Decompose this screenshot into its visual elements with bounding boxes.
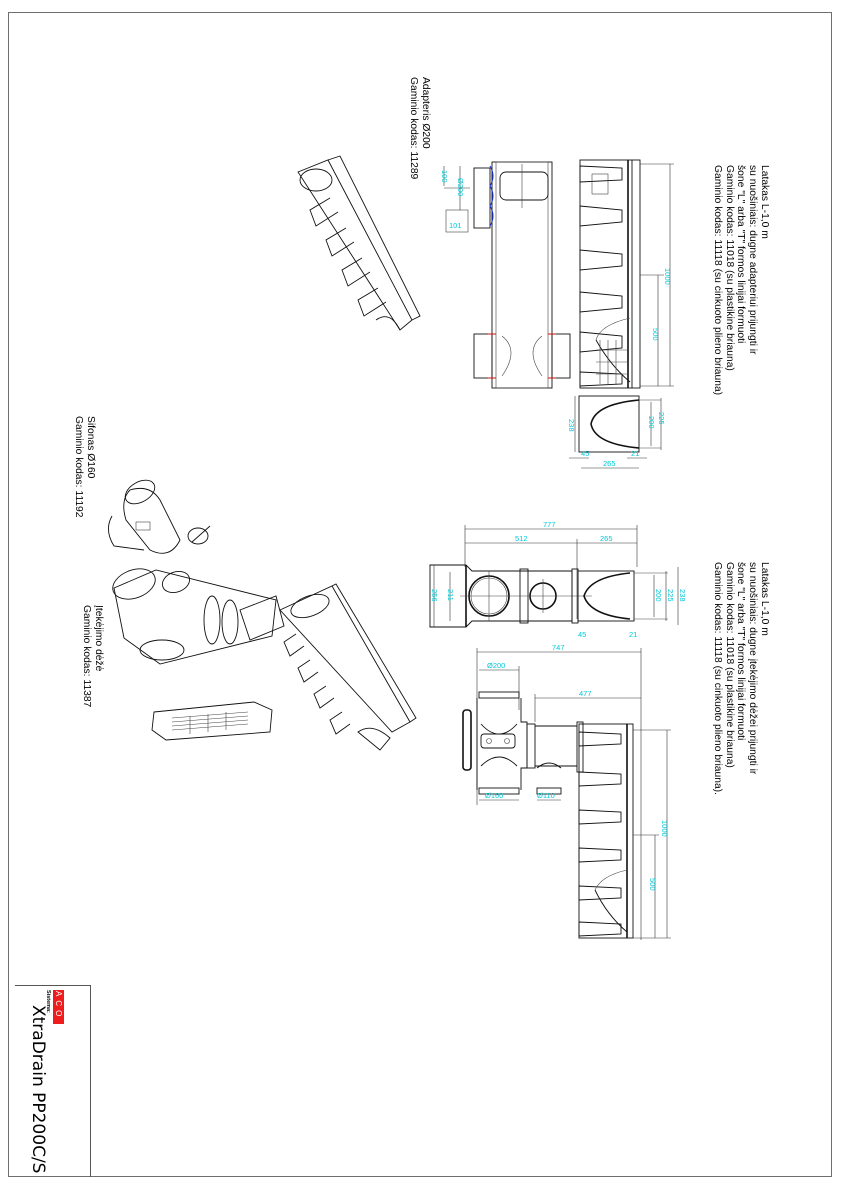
dim-length: 1000 (663, 268, 672, 285)
dim-plan-right: 265 (600, 534, 613, 543)
note-line: su nuošiniais: dugne adapteriui prijungt… (747, 165, 759, 355)
side-view-bottom: 747 477 Ø200 Ø160 Ø110 1000 500 (462, 643, 671, 940)
section-view-top: 238 200 225 45 21 265 (567, 395, 666, 469)
dim-side-length: 1000 (660, 820, 669, 837)
dim-a: 45 (581, 449, 589, 458)
note-line: Gaminio kodas: 11192 (73, 416, 85, 518)
dim-plan-s1: 200 (654, 589, 663, 602)
dim-adapter-w: 101 (449, 221, 462, 230)
inlet-box-drawing (112, 568, 285, 665)
sheet-title: XtraDrain PP200C/S (28, 1005, 48, 1174)
note-line: Latakas L-1,0 m (759, 562, 770, 636)
dim-half: 500 (651, 328, 660, 341)
dim-w: 265 (603, 459, 616, 468)
dim-b: 21 (631, 449, 639, 458)
dim-pipe-d2: Ø110 (537, 791, 555, 800)
dim-side-part: 477 (579, 689, 592, 698)
dim-side-half: 500 (648, 878, 657, 891)
dim-adapter-d2: Ø200 (456, 178, 465, 196)
logo-letter: O (54, 1010, 63, 1017)
dim-adapter-d1: 100 (440, 170, 449, 183)
dim-plan-h1: 256 (430, 589, 439, 602)
note-line: Gaminio kodas: 11018 (su plastikine bria… (723, 165, 735, 371)
note-channel-bottom: Latakas L-1,0 m su nuošiniais: dugne įte… (711, 562, 770, 795)
grating-drawing (151, 701, 273, 741)
note-line: Sifonas Ø160 (85, 416, 96, 479)
note-line: šone "L" arba "T" formos linijai formuot… (735, 165, 747, 344)
note-line: Gaminio kodas: 11387 (81, 605, 93, 708)
dim-h2: 225 (657, 412, 666, 425)
dim-plan-h2: 211 (446, 589, 455, 601)
note-line: šone "L" arba "T" formos linijai formuot… (735, 562, 747, 741)
aco-logo: ACO (53, 990, 64, 1024)
note-line: Gaminio kodas: 11018 (su plastikine bria… (723, 562, 735, 768)
drawing-frame (8, 12, 832, 1177)
trap-drawing (108, 479, 211, 554)
note-line: Gaminio kodas: 11118 (su cinkuoto plieno… (711, 165, 723, 396)
adapter-isometric (297, 155, 421, 331)
logo-letter: A (54, 991, 63, 997)
title-block (15, 985, 91, 1177)
dim-plan-left: 512 (515, 534, 528, 543)
dim-plan-a: 45 (578, 630, 586, 639)
dim-pipe-d1: Ø160 (485, 791, 503, 800)
note-channel-top: Latakas L-1,0 m su nuošiniais: dugne ada… (711, 165, 770, 395)
logo-letter: C (54, 1000, 63, 1007)
dim-top-pipe: Ø200 (487, 661, 505, 670)
plan-view-bottom: 777 512 265 256 211 200 225 238 45 21 (429, 520, 687, 639)
note-line: su nuošiniais: dugne įtekėjimo dėžei pri… (747, 562, 759, 775)
channel-isometric-drawing (279, 583, 417, 751)
dim-plan-b: 21 (629, 630, 637, 639)
dim-h1: 238 (567, 419, 576, 432)
adapter-plan-view: 100 Ø200 101 (440, 161, 571, 389)
note-line: Latakas L-1,0 m (759, 165, 770, 239)
dim-h3: 200 (647, 416, 656, 429)
note-line: Gaminio kodas: 11118 (su cinkuoto plieno… (711, 562, 723, 795)
dim-plan-s2: 225 (666, 589, 675, 602)
assembly-isometric (108, 479, 417, 751)
dim-side-total: 747 (552, 643, 565, 652)
channel-side-view-top: 1000 500 (579, 159, 674, 389)
dim-plan-total: 777 (543, 520, 556, 529)
note-trap: Sifonas Ø160 Gaminio kodas: 11192 (72, 416, 96, 518)
dim-plan-s3: 238 (678, 589, 687, 602)
